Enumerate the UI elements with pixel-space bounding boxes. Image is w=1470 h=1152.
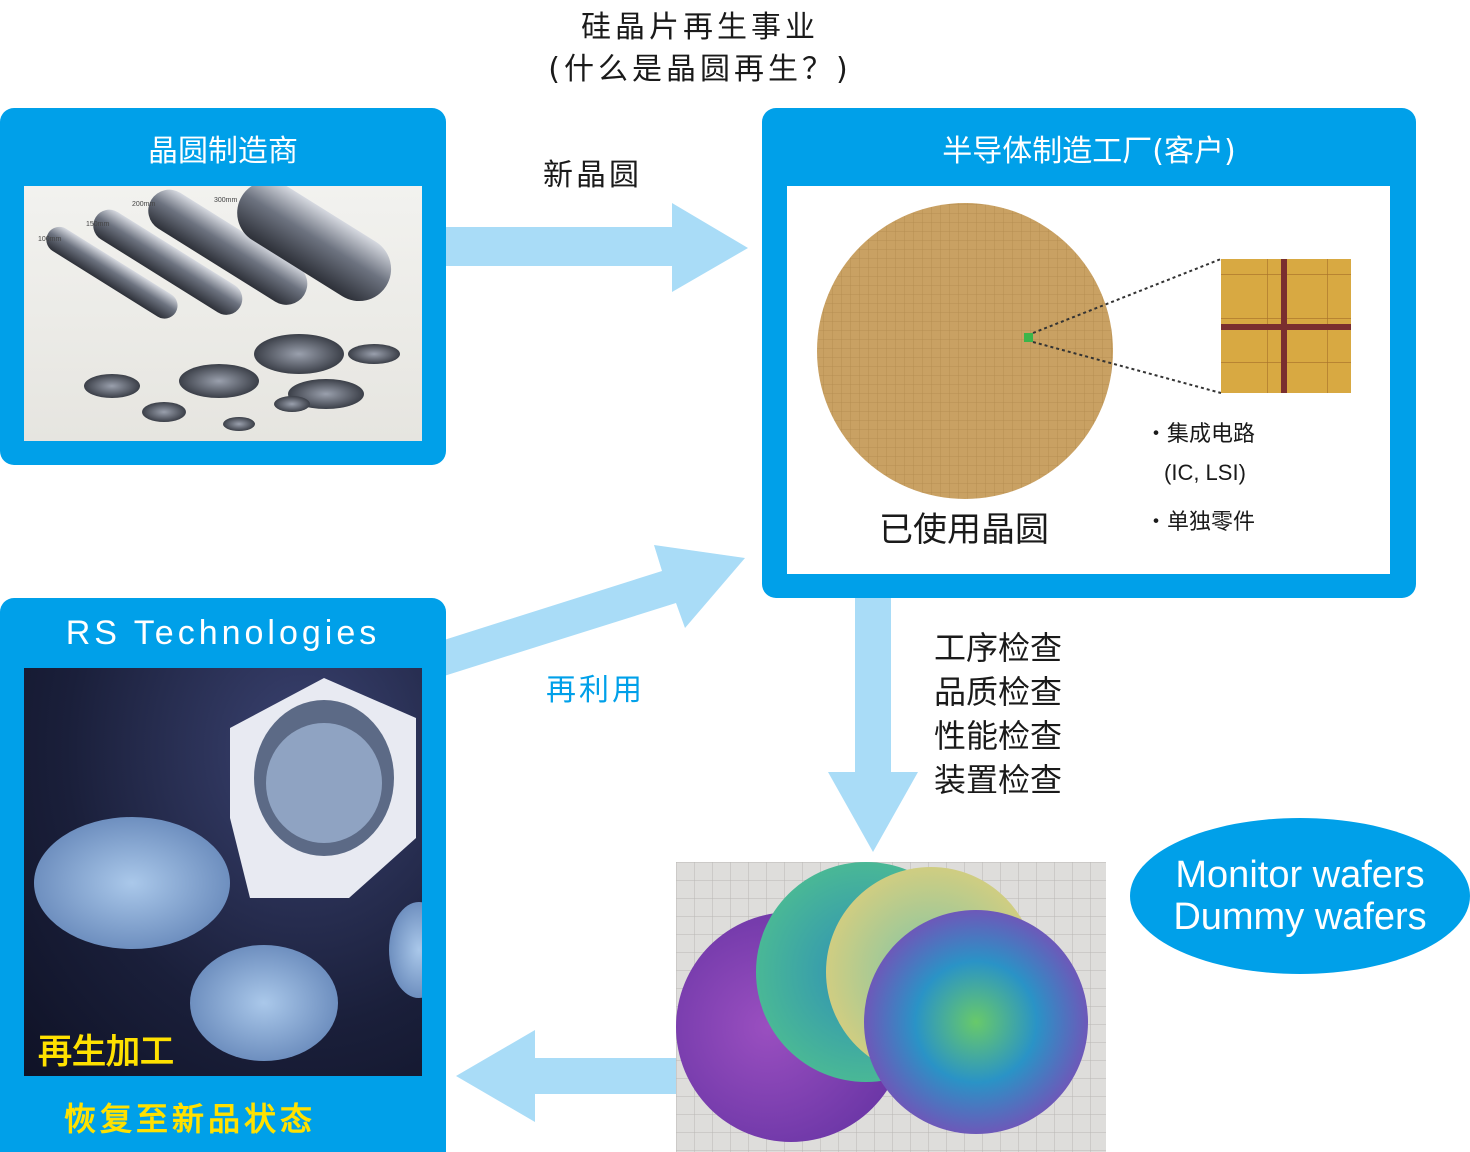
- reclaim-process-label: 再生加工: [38, 1032, 174, 1072]
- check-equipment: 装置检查: [934, 761, 1063, 799]
- page-title-line2: (什么是晶圆再生？): [548, 52, 852, 87]
- rs-panel: RS Technologies 再生加工 恢复至新品状态: [0, 598, 446, 1152]
- badge-monitor: Monitor wafers: [1175, 854, 1425, 896]
- wafer-maker-title: 晶圆制造商: [148, 134, 298, 169]
- monitor-wafers-illustration: [676, 862, 1106, 1152]
- new-wafer-arrow: [444, 203, 748, 292]
- return-arrow: [456, 1030, 676, 1122]
- size-label-100: 100mm: [38, 236, 62, 243]
- new-wafer-label: 新晶圆: [543, 158, 642, 193]
- size-label-200: 200mm: [132, 201, 156, 208]
- size-label-300: 300mm: [214, 197, 238, 204]
- monitor-wafers-photo: [676, 862, 1106, 1152]
- size-label-150: 150mm: [86, 221, 110, 228]
- reuse-arrow: [444, 545, 745, 676]
- page-title-line1: 硅晶片再生事业: [581, 10, 819, 45]
- check-performance: 性能检查: [934, 717, 1063, 755]
- rs-title: RS Technologies: [65, 614, 381, 652]
- used-wafer-illustration: [817, 203, 1351, 499]
- inspection-list: 工序检查 品质检查 性能检查 装置检查: [934, 626, 1062, 802]
- reuse-label: 再利用: [546, 673, 645, 708]
- ingot-photo: 100mm 150mm 200mm 300mm: [24, 186, 422, 441]
- badge-dummy: Dummy wafers: [1173, 896, 1427, 938]
- ic-bullet: ・集成电路: [1145, 422, 1256, 447]
- ic-bullet-sub: (IC, LSI): [1164, 460, 1246, 485]
- inspection-arrow: [828, 598, 918, 852]
- fab-content: 已使用晶圆 ・集成电路 (IC, LSI) ・单独零件: [787, 186, 1390, 574]
- reclaim-photo: 再生加工: [24, 668, 422, 1076]
- reclaim-illustration: [34, 678, 422, 1061]
- discrete-bullet: ・单独零件: [1145, 510, 1256, 535]
- wafer-maker-panel: 晶圆制造商 100mm 150mm 200mm 300mm: [0, 108, 446, 465]
- wafer-type-badge: Monitor wafers Dummy wafers: [1130, 818, 1470, 974]
- used-wafer-label: 已使用晶圆: [879, 510, 1049, 550]
- fab-title: 半导体制造工厂(客户): [942, 134, 1236, 169]
- check-process: 工序检查: [934, 629, 1063, 667]
- check-quality: 品质检查: [934, 673, 1063, 711]
- ingot-illustration: 100mm 150mm 200mm 300mm: [38, 186, 400, 431]
- restore-label: 恢复至新品状态: [64, 1100, 317, 1138]
- fab-panel: 半导体制造工厂(客户) 已使用晶圆 ・集成电路 (IC, LSI: [762, 108, 1416, 598]
